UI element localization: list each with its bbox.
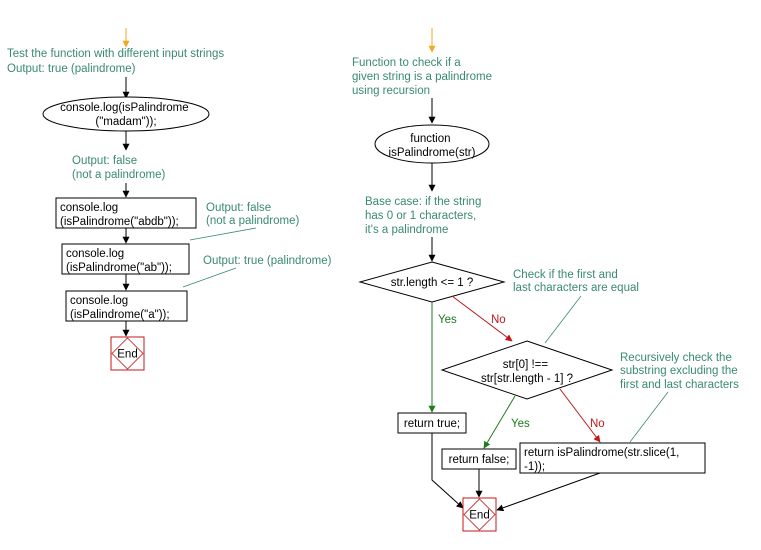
comment-base-case: Base case: if the string has 0 or 1 char… xyxy=(365,196,485,236)
svg-text:console.log (isPalindr: console.log (isPalindrome("ab")); xyxy=(66,248,172,274)
comment-first-last-chars: Check if the first and last characters a… xyxy=(513,269,639,294)
svg-text:return false;: return false; xyxy=(449,454,510,466)
comment-a-leader xyxy=(182,267,237,288)
yes-branch-2 xyxy=(483,395,516,449)
decision-length-node: str.length <= 1 ? xyxy=(358,261,506,303)
decision-chars-node: str[0] !== str[str.length - 1] ? xyxy=(440,340,614,400)
function-node: function isPalindrome(str) xyxy=(374,124,490,164)
svg-text:End: End xyxy=(469,510,489,522)
no-label-1: No xyxy=(491,314,506,326)
right-end-node: End xyxy=(462,497,497,532)
yes-label-1: Yes xyxy=(438,314,457,326)
no-branch-1 xyxy=(451,295,513,342)
call-madam-node: console.log(isPalindrome ("madam")); xyxy=(42,96,210,132)
svg-text:str[0] !== str[str.len: str[0] !== str[str.length - 1] ? xyxy=(481,359,573,385)
return-recursive-node: return isPalindrome(str.slice(1, -1)); xyxy=(519,442,706,474)
comment-first-last-leader xyxy=(544,295,582,344)
comment-recursive-leader xyxy=(629,391,669,443)
call-abdb-node: console.log (isPalindrome("abdb")); xyxy=(55,197,197,229)
svg-text:return true;: return true; xyxy=(404,418,460,430)
no-branch-2 xyxy=(559,388,601,443)
left-end-node: End xyxy=(110,336,145,371)
left-flow: Test the function with different input s… xyxy=(7,28,332,371)
return-false-node: return false; xyxy=(441,448,517,470)
call-a-node: console.log (isPalindrome("a")); xyxy=(65,290,188,322)
comment-abdb-output: Output: false (not a palindrome) xyxy=(72,155,165,181)
comment-ab-output: Output: false (not a palindrome) xyxy=(206,202,299,227)
yes-label-2: Yes xyxy=(511,418,530,430)
svg-text:console.log (isPalindr: console.log (isPalindrome("abdb")); xyxy=(60,202,179,228)
svg-text:function isPalindrome(: function isPalindrome(str) xyxy=(389,133,476,159)
comment-ab-leader xyxy=(189,227,257,241)
svg-text:str.length <= 1 ?: str.length <= 1 ? xyxy=(391,277,473,289)
svg-text:return isPalindrome(str.slice(: return isPalindrome(str.slice(1, -1)); xyxy=(524,447,683,473)
return-true-node: return true; xyxy=(397,412,467,434)
comment-recursive-check: Recursively check the substring excludin… xyxy=(620,352,741,391)
svg-text:End: End xyxy=(117,349,137,361)
no-label-2: No xyxy=(590,418,605,430)
svg-text:console.log(isPalindrome: console.log(isPalindrome ("madam")); xyxy=(60,102,192,128)
comment-test-strings: Test the function with different input s… xyxy=(7,48,227,75)
comment-a-output: Output: true (palindrome) xyxy=(203,255,332,267)
comment-function-purpose: Function to check if a given string is a… xyxy=(352,57,495,97)
svg-text:console.log (isPalindr: console.log (isPalindrome("a")); xyxy=(70,295,170,321)
call-ab-node: console.log (isPalindrome("ab")); xyxy=(61,243,190,275)
right-flow: Function to check if a given string is a… xyxy=(352,28,741,532)
